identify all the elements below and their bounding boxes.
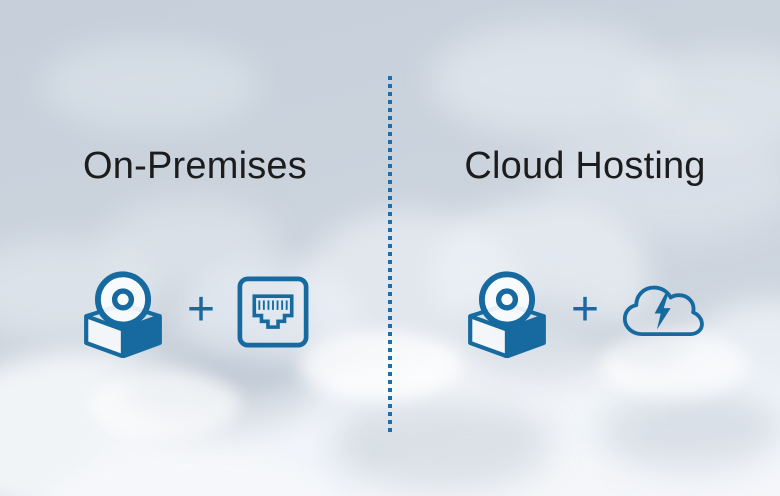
panel-title: Cloud Hosting: [464, 145, 706, 187]
panel-cloud-hosting: Cloud Hosting +: [390, 0, 780, 496]
cloud-highlight: [300, 330, 460, 400]
ethernet-pins: [258, 300, 288, 310]
dotted-divider: [388, 76, 392, 434]
plus-symbol: +: [186, 283, 216, 336]
cloud-shadow: [600, 390, 780, 470]
cloud-puff: [40, 40, 260, 130]
plus-symbol: +: [570, 283, 600, 336]
software-disc-box-icon: [468, 271, 546, 358]
cloud-power-icon: [622, 285, 704, 337]
ethernet-port-icon: [237, 276, 309, 348]
icon-row: +: [390, 260, 780, 364]
cloud-puff: [430, 25, 670, 135]
panel-on-premises: On-Premises +: [0, 145, 390, 364]
cloud-highlight: [600, 330, 750, 400]
cloud-shadow: [330, 400, 550, 490]
cloud-puff: [630, 50, 780, 150]
icon-row: +: [0, 260, 390, 364]
panel-title: On-Premises: [83, 145, 307, 187]
lightning-bolt-icon: [654, 293, 671, 330]
cloud-highlight: [90, 370, 240, 440]
software-disc-box-icon: [84, 271, 162, 358]
